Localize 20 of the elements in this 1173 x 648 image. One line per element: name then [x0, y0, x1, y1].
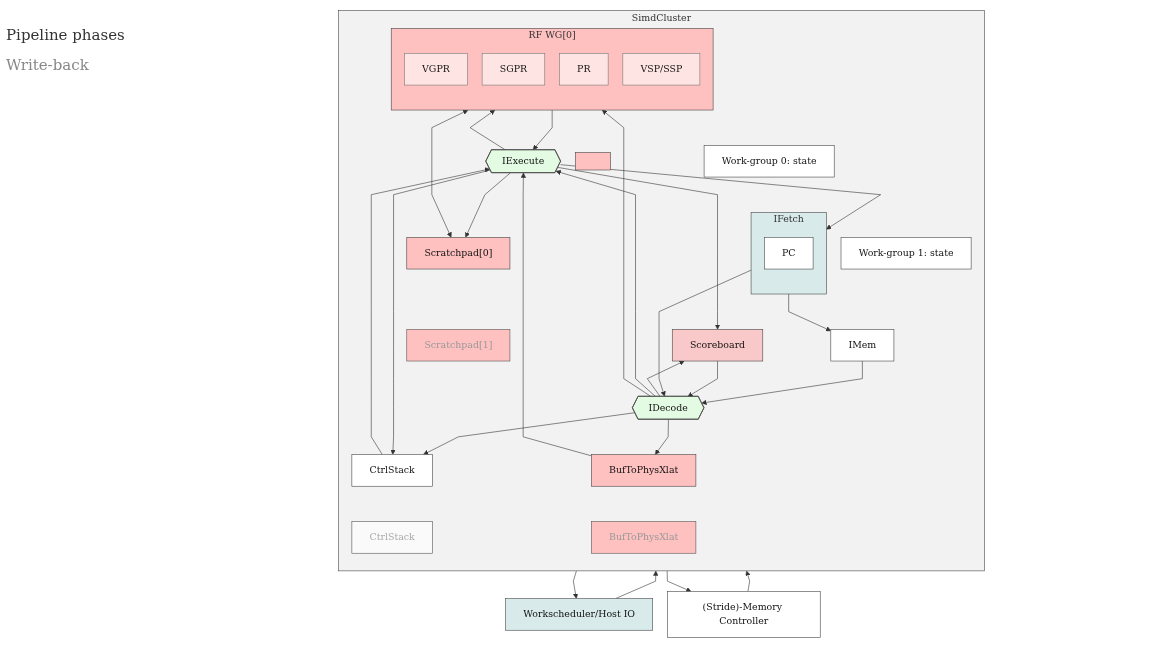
note-text: Pipeline phases [6, 26, 126, 44]
node-box: Scratchpad[0] [406, 237, 511, 270]
note-text: Write-back [6, 56, 90, 74]
node-box: Work-group 1: state [840, 237, 972, 270]
node-box: BufToPhysXlat [591, 521, 697, 554]
node-box: BufToPhysXlat [591, 454, 697, 487]
node-box: IMem [830, 329, 895, 362]
node-box: Scratchpad[1] [406, 329, 511, 362]
node-box: SGPR [481, 53, 546, 86]
node-box: Workscheduler/Host IO [505, 598, 653, 631]
node-box: PC [764, 237, 814, 270]
node-box: Work-group 0: state [703, 145, 835, 178]
node-box: Scoreboard [671, 329, 764, 362]
node-box: (Stride)-Memory Controller [667, 591, 821, 638]
node-box: CtrlStack [351, 521, 433, 554]
node-box: VGPR [404, 53, 468, 86]
node-box: VSP/SSP [622, 53, 701, 86]
node-box: CtrlStack [351, 454, 433, 487]
node-box [575, 152, 611, 171]
node-box: PR [559, 53, 609, 86]
